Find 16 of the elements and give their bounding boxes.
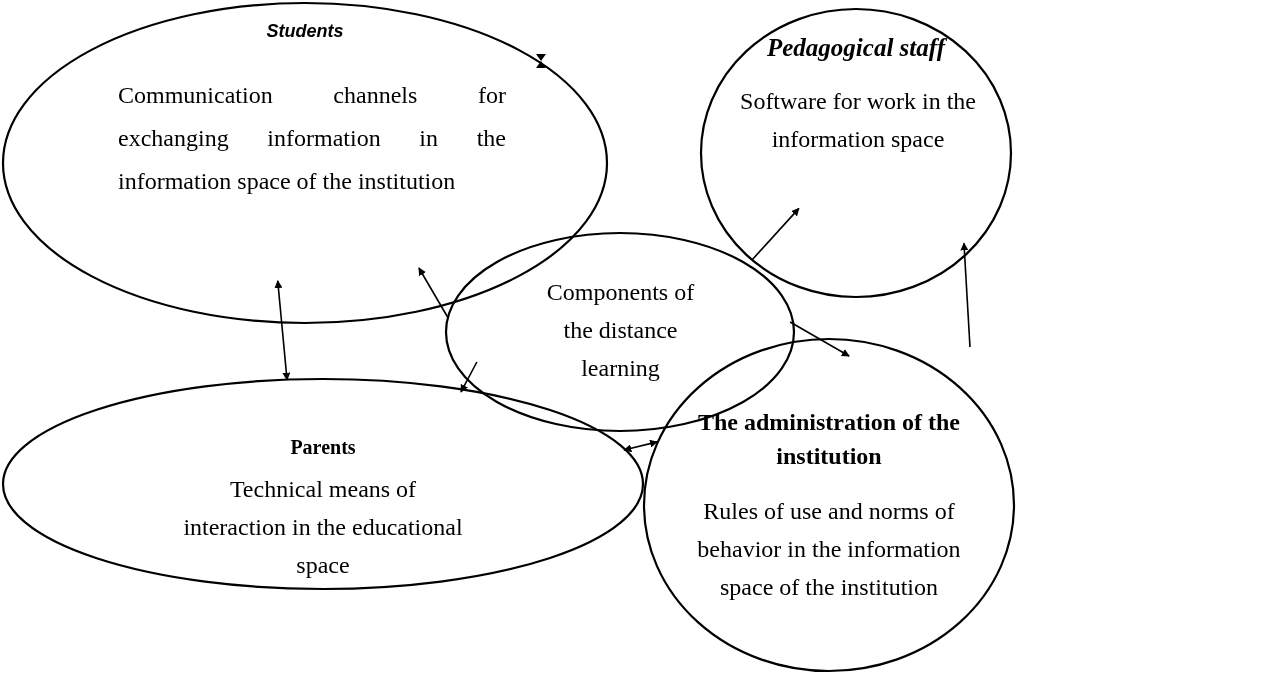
arrow xyxy=(960,242,971,348)
group-heading: The administration of the institution xyxy=(697,408,961,471)
group-description: Software for work in the information space xyxy=(739,87,977,154)
group-heading: Parents xyxy=(289,435,357,460)
group-description: Components of the distance learning xyxy=(545,278,696,383)
group-description: Rules of use and norms of behavior in the information space of the institution xyxy=(696,497,962,602)
arrow xyxy=(751,207,800,261)
group-ellipse xyxy=(700,8,1012,298)
arrow xyxy=(418,267,449,319)
arrow xyxy=(274,280,291,381)
group-heading: Pedagogical staff xyxy=(766,33,948,63)
arrow xyxy=(623,439,658,453)
group-heading: Students xyxy=(265,20,345,43)
group-description: Technical means of interaction in the educational space xyxy=(182,475,464,580)
arrow xyxy=(789,321,850,357)
group-description: Communication channels for exchanging information in the information space of the institution xyxy=(118,81,506,196)
